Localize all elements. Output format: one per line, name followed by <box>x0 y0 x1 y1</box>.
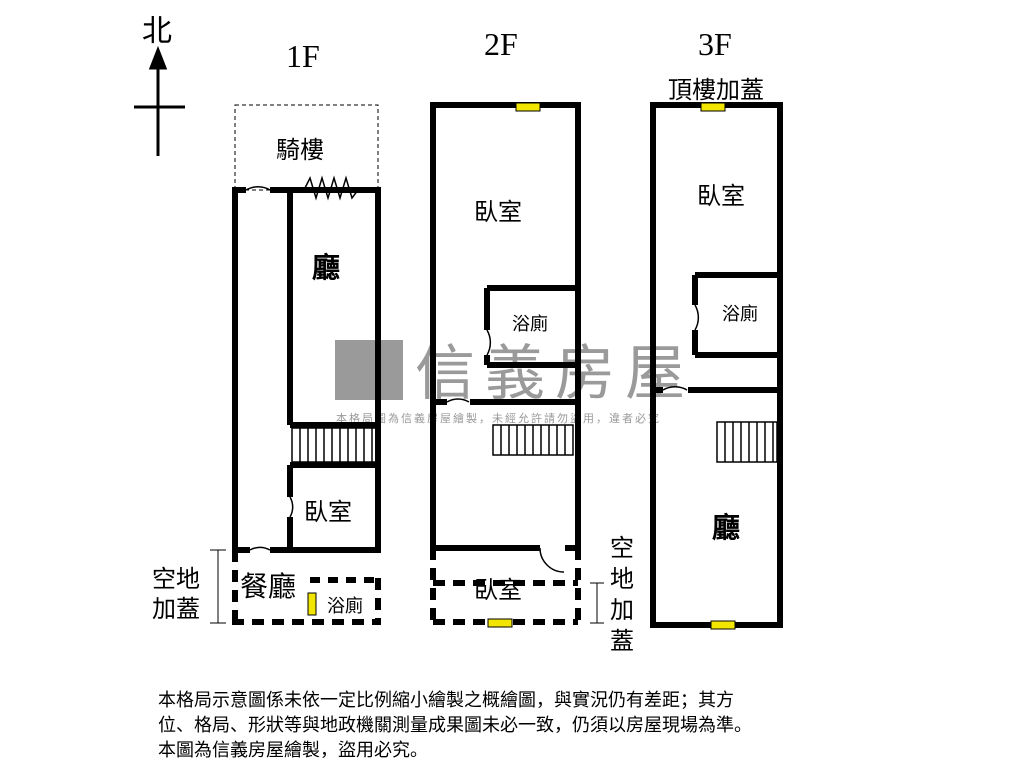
room-arcade: 騎樓 <box>276 136 324 164</box>
disclaimer-line: 位、格局、形狀等與地政機關測量成果圖未必一致，仍須以房屋現場為準。 <box>158 715 752 736</box>
room-living-1f: 廳 <box>312 251 341 284</box>
open-space-label-1f: 空地加蓋 <box>152 565 200 623</box>
watermark-logo <box>335 340 403 400</box>
window-zigzag <box>303 175 359 201</box>
room-bath-2f: 浴廁 <box>512 314 548 335</box>
north-label: 北 <box>142 15 172 48</box>
north-arrow-icon <box>134 45 185 156</box>
window-icon <box>307 102 736 630</box>
disclaimer-line: 本格局示意圖係未依一定比例縮小繪製之概繪圖，與實況仍有差距；其方 <box>158 690 734 711</box>
stairs-2f <box>492 424 574 456</box>
floor-3f-label: 3F <box>698 26 732 62</box>
floor-1f-label: 1F <box>286 38 320 74</box>
room-bath-1f: 浴廁 <box>327 596 363 617</box>
room-bedroom-1f: 臥室 <box>304 498 352 526</box>
open-space-label-2f: 空地加蓋 <box>610 534 634 655</box>
room-dining-1f: 餐廳 <box>240 570 297 603</box>
floor-3f-subtitle: 頂樓加蓋 <box>668 76 764 104</box>
room-bedroom-2f: 臥室 <box>474 198 522 226</box>
dimension-marker-2f <box>590 582 604 624</box>
room-bath-3f: 浴廁 <box>722 304 758 325</box>
room-bedroom-3f: 臥室 <box>697 182 745 210</box>
disclaimer: 本格局示意圖係未依一定比例縮小繪製之概繪圖，與實況仍有差距；其方 位、格局、形狀… <box>158 688 918 763</box>
stairs-3f <box>716 421 778 463</box>
disclaimer-line: 本圖為信義房屋繪製，盜用必究。 <box>158 740 428 761</box>
room-bedroom-2f-annex: 臥室 <box>474 576 522 604</box>
floor-2f-label: 2F <box>484 26 518 62</box>
stairs-1f <box>291 427 377 463</box>
dimension-marker-1f <box>210 549 226 624</box>
room-living-3f: 廳 <box>712 511 741 544</box>
watermark-brand: 信義房屋 <box>415 339 695 409</box>
floor-2f-walls <box>430 102 581 625</box>
floor-1f-walls <box>232 104 381 625</box>
